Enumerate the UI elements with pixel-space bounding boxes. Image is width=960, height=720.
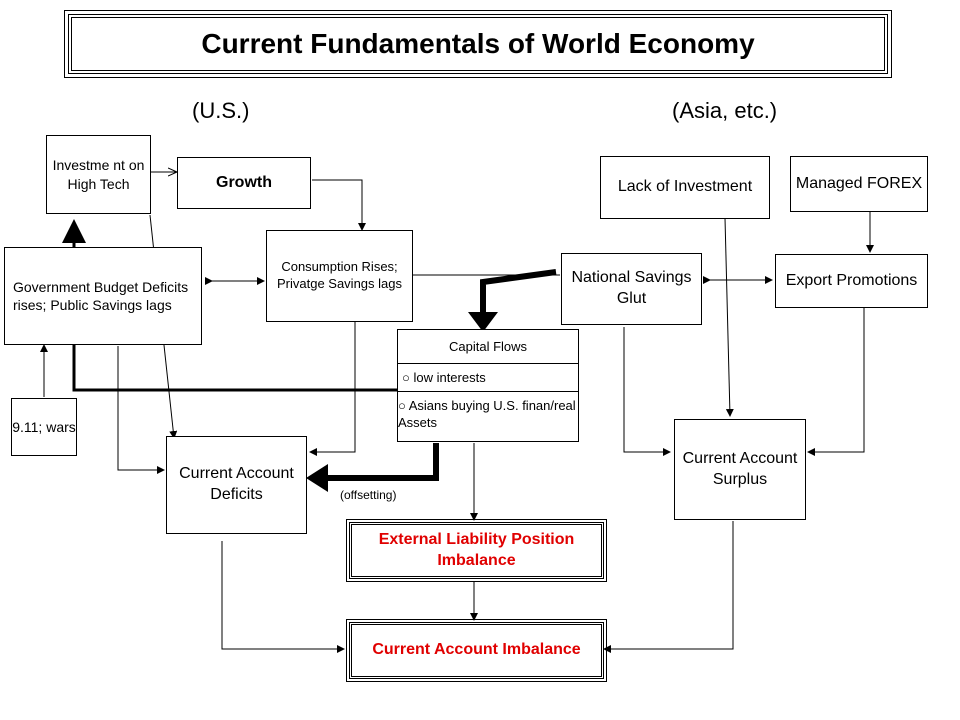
government-budget-box: Government Budget Deficits rises; Public… xyxy=(4,247,202,345)
current-account-surplus-box: Current Account Surplus xyxy=(674,419,806,520)
growth-box: Growth xyxy=(177,157,311,209)
offsetting-label: (offsetting) xyxy=(340,488,397,502)
export-promotions-box: Export Promotions xyxy=(775,254,928,308)
current-account-imbalance-box: Current Account Imbalance xyxy=(346,619,607,682)
capital-flows-header: Capital Flows xyxy=(398,330,578,364)
managed-forex-box: Managed FOREX xyxy=(790,156,928,212)
national-savings-glut-box: National Savings Glut xyxy=(561,253,702,325)
asia-label: (Asia, etc.) xyxy=(672,98,778,123)
capital-flows-box: Capital Flows ○ low interests ○ Asians b… xyxy=(397,329,579,442)
us-label: (U.S.) xyxy=(192,98,250,123)
page-title: Current Fundamentals of World Economy xyxy=(64,10,892,78)
consumption-box: Consumption Rises; Privatge Savings lags xyxy=(266,230,413,322)
nine-eleven-box: 9.11; wars xyxy=(11,398,77,456)
capital-flows-item-1: ○ low interests xyxy=(398,364,578,392)
lack-of-investment-box: Lack of Investment xyxy=(600,156,770,219)
current-account-deficits-box: Current Account Deficits xyxy=(166,436,307,534)
capital-flows-item-2: ○ Asians buying U.S. finan/real Assets xyxy=(398,398,576,430)
investment-high-tech-box: Investme nt on High Tech xyxy=(46,135,151,214)
external-liability-box: External Liability Position Imbalance xyxy=(346,519,607,582)
